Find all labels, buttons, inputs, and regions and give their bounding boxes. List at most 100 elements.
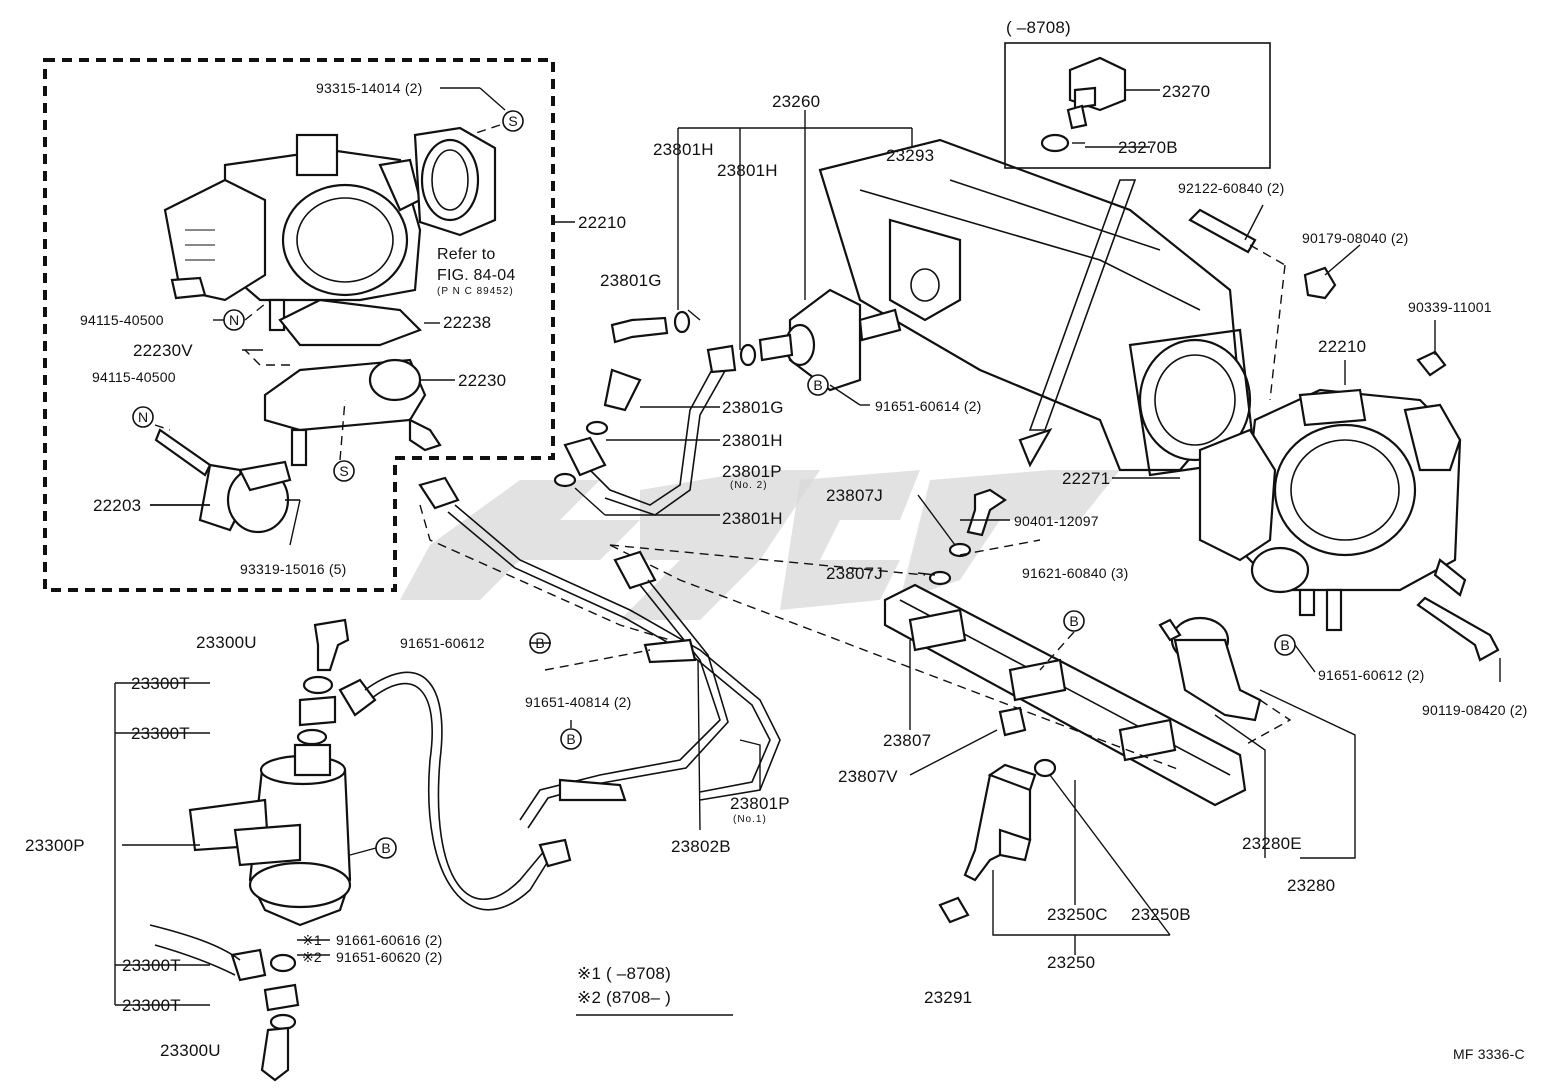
label-23801p-no2: 23801P [722, 462, 782, 481]
top-date-range: ( –8708) [1006, 18, 1071, 37]
pointer-arrow [1028, 179, 1137, 431]
intake-adapter [413, 126, 497, 237]
label-91651-60612-a: 91651-60612 [400, 635, 485, 651]
label-23280e: 23280E [1242, 834, 1302, 853]
label-23300p: 23300P [25, 836, 85, 855]
union-bolt-23300u-bottom [260, 1026, 290, 1082]
label-23801p-no1-note: (No.1) [733, 814, 767, 825]
symbol-s-top: S [502, 110, 524, 132]
label-91651-40814: 91651-40814 (2) [525, 694, 632, 710]
watermark-logo [400, 470, 1120, 620]
label-92122-60840: 92122-60840 (2) [1178, 180, 1285, 196]
hose-23801p-no2 [579, 354, 721, 506]
svg-text:B: B [1069, 613, 1078, 629]
label-23801h-4: 23801H [722, 509, 783, 528]
svg-text:B: B [381, 840, 390, 856]
label-23291: 23291 [924, 988, 973, 1007]
label-23270b: 23270B [1118, 138, 1178, 157]
union-bolt-23801g-top [610, 316, 669, 344]
injector-23250 [938, 706, 1057, 924]
label-23300u-2: 23300U [160, 1041, 221, 1060]
vsv-variant-box [1004, 42, 1271, 169]
throttle-body-right [1198, 388, 1467, 632]
label-23300t-3: 23300T [122, 956, 181, 975]
figure-code: MF 3336-C [1453, 1046, 1525, 1062]
label-23250c: 23250C [1047, 905, 1108, 924]
symbol-b-clamp: B [560, 728, 582, 750]
label-23801p-no1: 23801P [730, 794, 790, 813]
label-22210-left: 22210 [578, 213, 627, 232]
label-23300t-2: 23300T [131, 724, 190, 743]
symbol-b-reg: B [1274, 634, 1296, 656]
symbol-b-vsv: B [807, 374, 829, 396]
union-bolt-23801g-bottom [603, 368, 642, 412]
label-23801h-2: 23801H [717, 161, 778, 180]
mark-1: ※1 [302, 932, 322, 948]
svg-text:B: B [1280, 637, 1289, 653]
label-91651-60614: 91651-60614 (2) [875, 398, 982, 414]
label-23300t-4: 23300T [122, 996, 181, 1015]
label-91661-60616: 91661-60616 (2) [336, 932, 443, 948]
union-23801p-top-left [418, 476, 460, 510]
svg-text:S: S [339, 463, 348, 479]
label-23260: 23260 [772, 92, 821, 111]
bolt-90401 [966, 488, 1007, 537]
svg-text:S: S [508, 113, 517, 129]
label-22230v: 22230V [133, 341, 193, 360]
refer-to-line2: FIG. 84-04 [437, 267, 516, 284]
gasket-22238 [278, 298, 422, 347]
label-22230: 22230 [458, 371, 507, 390]
label-90179-08040: 90179-08040 (2) [1302, 230, 1409, 246]
pressure-regulator-23280 [1158, 616, 1262, 722]
label-22238: 22238 [443, 313, 492, 332]
stud-92122 [1188, 208, 1257, 254]
air-valve-22230 [244, 349, 442, 467]
label-23270: 23270 [1162, 82, 1211, 101]
vsv-23260 [758, 288, 902, 392]
throttle-body-left [163, 133, 422, 332]
label-23801p-no2-note: (No. 2) [730, 480, 768, 491]
label-23802b: 23802B [671, 837, 731, 856]
label-22210-right: 22210 [1318, 337, 1367, 356]
label-94115-40500-b: 94115-40500 [92, 369, 176, 385]
label-22271: 22271 [1062, 469, 1111, 488]
union-bolt-23300u-top [313, 618, 350, 672]
label-23300t-1: 23300T [131, 674, 190, 693]
label-23280: 23280 [1287, 876, 1336, 895]
label-23300u-1: 23300U [196, 633, 257, 652]
label-91651-60620: 91651-60620 (2) [336, 949, 443, 965]
legend-2: ※2 (8708– ) [577, 988, 671, 1007]
label-23293: 23293 [886, 146, 935, 165]
pipe-23801p-no1 [454, 504, 781, 801]
label-23807: 23807 [883, 731, 932, 750]
legend-1: ※1 ( –8708) [577, 964, 671, 983]
label-23807j-2: 23807J [826, 564, 883, 583]
symbol-n-a: N [223, 309, 245, 331]
nut-90179 [1303, 266, 1337, 300]
pipe-23802b [519, 584, 721, 821]
fuel-filter-23300 [188, 743, 352, 927]
svg-text:N: N [138, 409, 148, 425]
delivery-pipe-23807 [883, 583, 1247, 807]
vsv-23270 [1040, 56, 1127, 153]
label-90339-11001: 90339-11001 [1408, 299, 1492, 315]
symbol-b-pipe: B [1063, 610, 1085, 632]
label-23801h-1: 23801H [653, 140, 714, 159]
bolt-90119 [1416, 596, 1500, 662]
symbol-n-b: N [132, 406, 154, 428]
label-23250b: 23250B [1131, 905, 1191, 924]
label-23801g-1: 23801G [600, 271, 662, 290]
svg-text:B: B [566, 731, 575, 747]
symbol-b-filter: B [375, 837, 397, 859]
label-23807j-1: 23807J [826, 486, 883, 505]
label-23801h-3: 23801H [722, 431, 783, 450]
intake-chamber [818, 138, 1257, 477]
mark-2: ※2 [302, 949, 322, 965]
label-23807v: 23807V [838, 767, 898, 786]
label-91621-60840: 91621-60840 (3) [1022, 565, 1129, 581]
label-90119-08420: 90119-08420 (2) [1422, 702, 1528, 718]
symbol-s-bottom: S [333, 460, 355, 482]
throttle-body-box [43, 58, 555, 592]
label-90401-12097: 90401-12097 [1014, 513, 1099, 529]
